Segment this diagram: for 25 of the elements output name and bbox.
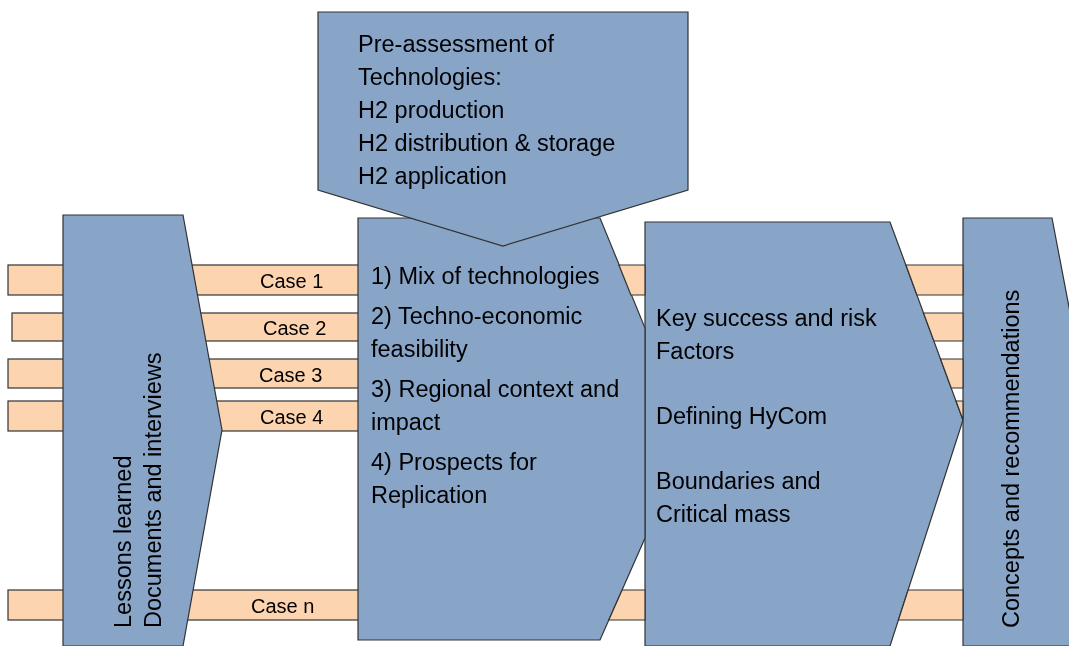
step-text: 1) Mix of technologies bbox=[371, 262, 601, 291]
step-text: 2) Techno-economic feasibility bbox=[371, 302, 584, 364]
chevron-box bbox=[63, 215, 222, 646]
step-text: 3) Regional context and impact bbox=[371, 375, 621, 437]
step-text: H2 distribution & storage bbox=[358, 129, 617, 158]
step-text: H2 production bbox=[358, 96, 506, 125]
step-text: Lessons learned bbox=[109, 455, 137, 628]
case-bar bbox=[898, 590, 963, 620]
case-label: Case n bbox=[251, 595, 315, 617]
step-text: Documents and interviews bbox=[139, 352, 167, 628]
chevron-box bbox=[358, 218, 645, 640]
case-label: Case 3 bbox=[259, 363, 323, 386]
chevron-box bbox=[963, 218, 1069, 646]
step-text: 4) Prospects for Replication bbox=[371, 448, 538, 510]
case-bar bbox=[608, 590, 645, 620]
case-label: Case 2 bbox=[263, 317, 327, 339]
case-label: Case 1 bbox=[260, 270, 324, 292]
step-text: Boundaries and Critical mass bbox=[656, 467, 822, 529]
step-text: Key success and risk Factors bbox=[656, 304, 878, 366]
pentagon-arrow-box bbox=[318, 12, 688, 246]
step-text: Concepts and recommendations bbox=[997, 289, 1025, 628]
case-label: Case 4 bbox=[260, 406, 324, 428]
step-text: H2 application bbox=[358, 162, 508, 191]
step-text: Defining HyCom bbox=[656, 402, 829, 431]
step-text: Pre-assessment of Technologies: bbox=[358, 30, 555, 92]
